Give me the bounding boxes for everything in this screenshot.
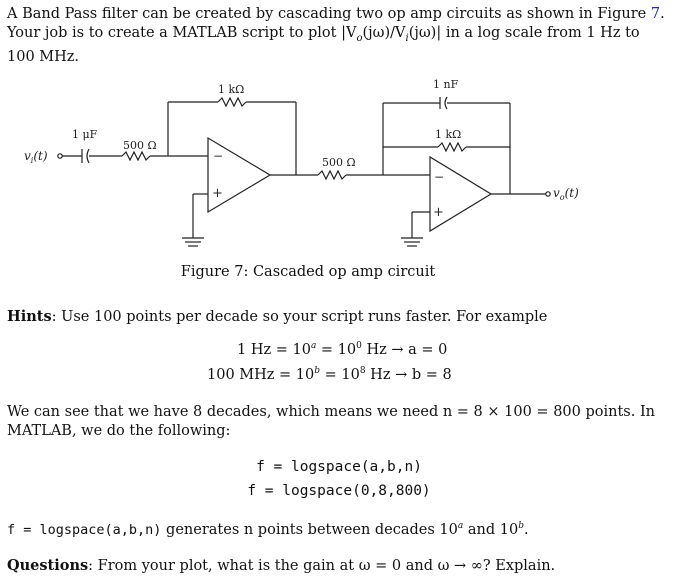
code-line-1: f = logspace(a,b,n) <box>256 459 422 475</box>
opamp2-plus: + <box>433 205 444 220</box>
input-voltage-label: vi(t) <box>24 149 48 165</box>
equation-2: 100 MHz = 10b = 108 Hz → b = 8 <box>207 366 452 383</box>
input-terminal <box>57 153 63 159</box>
op-amp-1 <box>207 136 272 214</box>
opamp1-plus: + <box>212 186 223 201</box>
output-terminal <box>545 191 551 197</box>
hints-label: Hints <box>7 308 52 325</box>
equation-1: 1 Hz = 10a = 100 Hz → a = 0 <box>237 341 448 358</box>
rf1-label: 1 kΩ <box>218 83 244 96</box>
hints-text: : Use 100 points per decade so your scri… <box>51 309 548 325</box>
figure-reference-link[interactable]: 7 <box>650 6 661 22</box>
capacitor-c2 <box>439 96 448 110</box>
questions-paragraph: Questions: From your plot, what is the g… <box>7 556 671 576</box>
decades-paragraph: We can see that we have 8 decades, which… <box>7 404 656 439</box>
output-voltage-label: vo(t) <box>553 186 579 202</box>
resistor-r2 <box>317 169 347 181</box>
op-amp-2 <box>429 155 493 233</box>
figure-caption: Figure 7: Cascaded op amp circuit <box>180 264 436 280</box>
capacitor-c1 <box>81 148 122 164</box>
ground-symbol-1 <box>182 237 204 247</box>
resistor-r1 <box>121 150 151 162</box>
circuit-diagram: vi(t) 1 μF 500 Ω 1 kΩ − + <box>24 78 579 247</box>
intro-paragraph: A Band Pass filter can be created by cas… <box>7 6 665 65</box>
questions-label: Questions <box>7 557 89 574</box>
opamp1-minus: − <box>213 149 223 163</box>
intro-text-2: . Your job is to create a MATLAB script … <box>7 6 665 41</box>
intro-text-1: A Band Pass filter can be created by cas… <box>7 6 651 22</box>
code-line-2: f = logspace(0,8,800) <box>247 483 431 499</box>
opamp2-minus: − <box>434 170 444 184</box>
resistor-rf2 <box>437 141 467 153</box>
r2-label: 500 Ω <box>322 156 356 169</box>
c2-label: 1 nF <box>433 78 459 91</box>
hints-paragraph: Hints: Use 100 points per decade so your… <box>7 307 671 327</box>
ground-symbol-2 <box>401 237 423 247</box>
logspace-note: f = logspace(a,b,n) generates n points b… <box>7 521 529 538</box>
intro-text-4: (jω)| in a log scale from 1 Hz to 100 MH… <box>7 25 640 65</box>
questions-text: : From your plot, what is the gain at ω … <box>88 558 556 574</box>
intro-text-3: (jω)/V <box>362 25 406 41</box>
r1-label: 500 Ω <box>123 139 157 152</box>
resistor-rf1 <box>217 96 247 108</box>
rf2-label: 1 kΩ <box>435 128 461 141</box>
c1-label: 1 μF <box>72 128 98 141</box>
